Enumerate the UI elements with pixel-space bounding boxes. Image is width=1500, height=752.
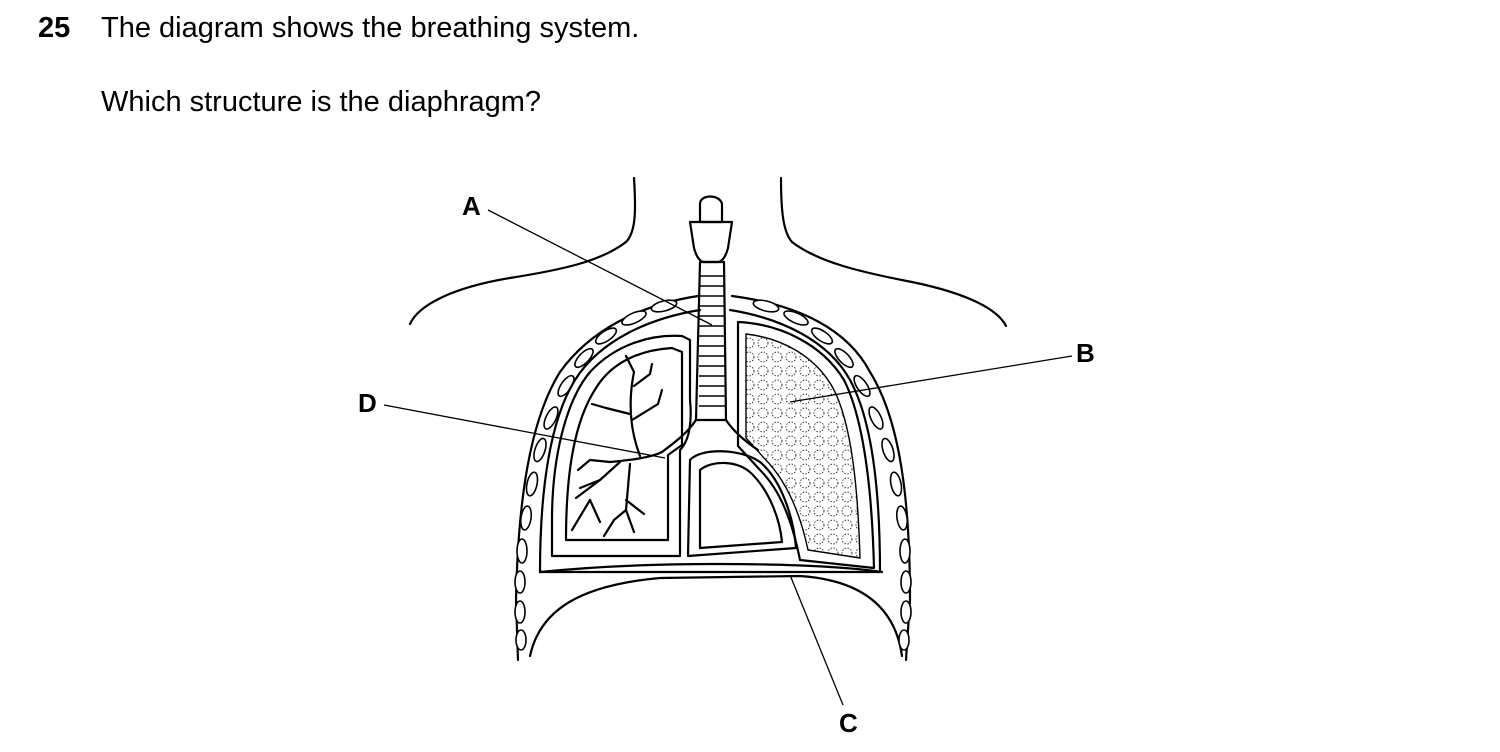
left-lung-inner — [564, 346, 684, 542]
diaphragm — [538, 562, 884, 574]
alveoli — [745, 333, 861, 559]
question-number: 25 — [38, 12, 71, 44]
label-c: C — [839, 708, 858, 738]
leader-line-b — [789, 355, 1073, 403]
trachea — [688, 195, 734, 422]
label-b: B — [1076, 338, 1095, 368]
rib-cage — [514, 294, 912, 662]
label-a: A — [462, 191, 481, 221]
question-prompt: Which structure is the diaphragm? — [101, 86, 542, 118]
leader-line-c — [789, 574, 844, 706]
right-lung — [736, 320, 876, 570]
question-text: The diagram shows the breathing system. — [101, 12, 640, 44]
heart-space — [686, 450, 798, 558]
bronchi — [570, 354, 760, 538]
label-d: D — [358, 388, 377, 418]
leader-line-d — [383, 404, 666, 459]
leader-line-a — [487, 209, 713, 326]
body-outline — [408, 176, 1008, 328]
chest-wall-inner — [538, 308, 882, 574]
